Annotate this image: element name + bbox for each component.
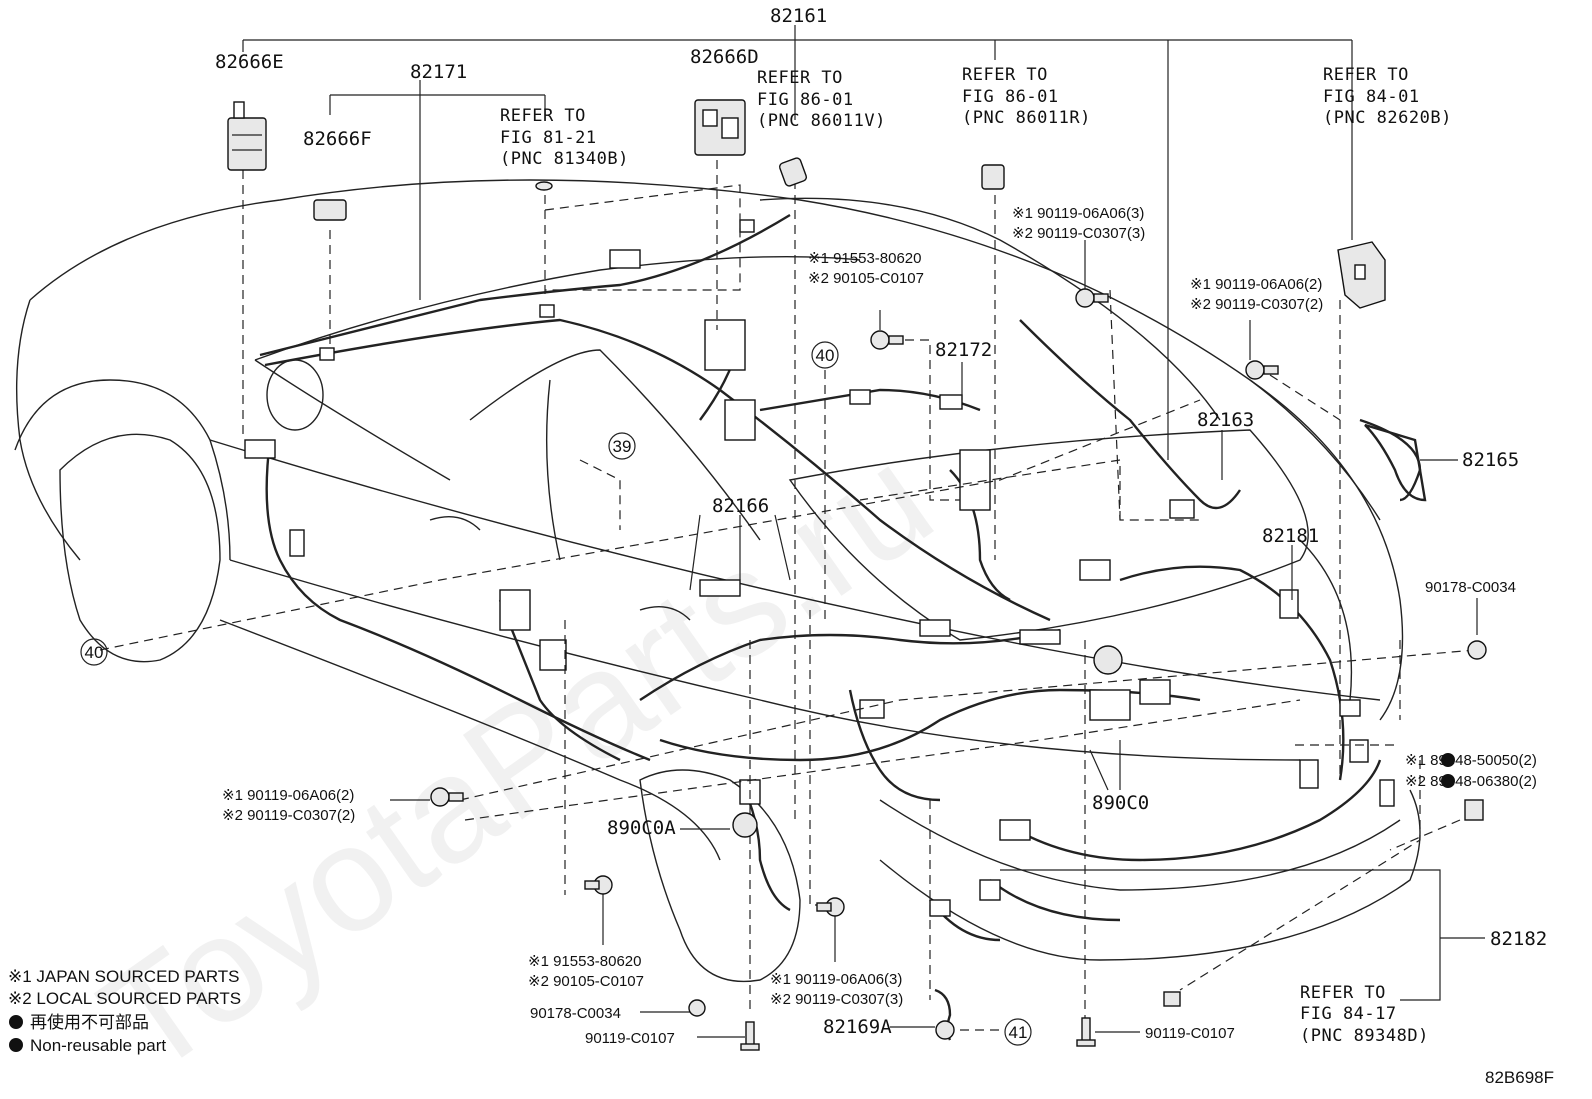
svg-text:FIG 81-21: FIG 81-21 <box>500 128 597 148</box>
refer-fig-86-01-v: REFER TO FIG 86-01 (PNC 86011V) <box>757 68 886 131</box>
label-82172: 82172 <box>935 339 992 361</box>
circled-ref-40-top: 40 <box>816 346 835 365</box>
refer-fig-84-17: REFER TO FIG 84-17 (PNC 89348D) <box>1300 983 1429 1046</box>
label-82163: 82163 <box>1197 409 1254 431</box>
part-number-labels: 82161 82666E 82171 82666F 82666D 82172 8… <box>215 5 1547 1047</box>
label-82182: 82182 <box>1490 928 1547 950</box>
leader-lines <box>242 25 1485 1038</box>
svg-text:※2 90119-C0307(2): ※2 90119-C0307(2) <box>1190 296 1323 313</box>
svg-text:※1 90119-06A06(3): ※1 90119-06A06(3) <box>1012 205 1144 222</box>
bolts-bottom-left: ※1 91553-80620 ※2 90105-C0107 <box>528 953 644 990</box>
label-890c0: 890C0 <box>1092 792 1149 814</box>
car-body-outline <box>14 179 1421 983</box>
bolts-bottom-center: ※1 90119-06A06(3) ※2 90119-C0307(3) <box>770 971 903 1008</box>
grommet-81340b <box>535 181 553 191</box>
refer-fig-86-01-r: REFER TO FIG 86-01 (PNC 86011R) <box>962 65 1091 128</box>
module-890c0a <box>732 812 758 838</box>
svg-text:(PNC 86011V): (PNC 86011V) <box>757 111 886 131</box>
diagram-code: 82B698F <box>1485 1068 1554 1087</box>
label-82171: 82171 <box>410 61 467 83</box>
relay-block-82620b <box>1337 241 1386 309</box>
svg-text:※1 90119-06A06(3): ※1 90119-06A06(3) <box>770 971 902 988</box>
legend-note-japan: ※1 JAPAN SOURCED PARTS <box>8 967 240 986</box>
svg-text:(PNC 82620B): (PNC 82620B) <box>1323 108 1452 128</box>
bolts-right-mid: ※1 89348-50050(2) ※2 89348-06380(2) <box>1405 752 1537 790</box>
label-90178-right: 90178-C0034 <box>1425 579 1516 596</box>
refer-fig-81-21: REFER TO FIG 81-21 (PNC 81340B) <box>500 106 629 169</box>
svg-text:REFER TO: REFER TO <box>962 65 1048 85</box>
circled-ref-39: 39 <box>613 437 632 456</box>
svg-text:※1 89348-50050(2): ※1 89348-50050(2) <box>1405 752 1537 769</box>
relay-block-82666e <box>227 101 267 171</box>
svg-text:※2 90105-C0107: ※2 90105-C0107 <box>528 973 644 990</box>
svg-text:FIG 86-01: FIG 86-01 <box>757 90 854 110</box>
label-82169a: 82169A <box>823 1016 892 1038</box>
refer-fig-84-01: REFER TO FIG 84-01 (PNC 82620B) <box>1323 65 1452 128</box>
bolts-left-mid: ※1 90119-06A06(2) ※2 90119-C0307(2) <box>222 787 355 824</box>
svg-text:※2 90119-C0307(2): ※2 90119-C0307(2) <box>222 807 355 824</box>
bolts-mid-top: ※1 91553-80620 ※2 90105-C0107 <box>808 250 924 287</box>
label-82166: 82166 <box>712 495 769 517</box>
svg-text:REFER TO: REFER TO <box>1323 65 1409 85</box>
module-890c0 <box>1093 645 1123 675</box>
circled-ref-41: 41 <box>1009 1023 1028 1042</box>
wire-82165 <box>1364 423 1427 502</box>
svg-text:(PNC 81340B): (PNC 81340B) <box>500 149 629 169</box>
label-890c0a: 890C0A <box>607 817 676 839</box>
clip-90178-right <box>1467 640 1487 660</box>
label-82161: 82161 <box>770 5 827 27</box>
circled-ref-40-left: 40 <box>85 643 104 662</box>
svg-text:FIG 84-01: FIG 84-01 <box>1323 87 1420 107</box>
label-82666e: 82666E <box>215 51 284 73</box>
label-90119-bottom-left: 90119-C0107 <box>585 1030 675 1047</box>
label-90178-bottom: 90178-C0034 <box>530 1005 621 1022</box>
legend-note-local: ※2 LOCAL SOURCED PARTS <box>8 989 241 1008</box>
svg-text:※2 90105-C0107: ※2 90105-C0107 <box>808 270 924 287</box>
label-82666d: 82666D <box>690 46 759 68</box>
components <box>227 99 1487 1051</box>
sensor-86011r <box>981 164 1005 190</box>
svg-text:※1 91553-80620: ※1 91553-80620 <box>808 250 922 267</box>
relay-block-82666d <box>694 99 746 156</box>
sensor-86011v <box>778 157 808 187</box>
svg-text:※2 90119-C0307(3): ※2 90119-C0307(3) <box>1012 225 1145 242</box>
harness-connectors <box>244 219 1395 917</box>
bolts <box>430 288 1484 1051</box>
legend-note-jp-nonreusable: 再使用不可部品 <box>30 1012 149 1032</box>
legend: ※1 JAPAN SOURCED PARTS ※2 LOCAL SOURCED … <box>8 967 241 1055</box>
refer-to-blocks: REFER TO FIG 81-21 (PNC 81340B) REFER TO… <box>500 65 1452 1046</box>
svg-text:※1 90119-06A06(2): ※1 90119-06A06(2) <box>222 787 354 804</box>
label-82666f: 82666F <box>303 128 372 150</box>
bolts-right-top: ※1 90119-06A06(2) ※2 90119-C0307(2) <box>1190 276 1323 313</box>
legend-note-nonreusable: Non-reusable part <box>30 1036 166 1055</box>
label-82181: 82181 <box>1262 525 1319 547</box>
svg-text:FIG 84-17: FIG 84-17 <box>1300 1004 1397 1024</box>
bolts-center-top: ※1 90119-06A06(3) ※2 90119-C0307(3) <box>1012 205 1145 242</box>
svg-text:REFER TO: REFER TO <box>757 68 843 88</box>
svg-text:※2 89348-06380(2): ※2 89348-06380(2) <box>1405 773 1537 790</box>
circled-refs: 39 40 40 41 <box>80 341 1032 1046</box>
svg-text:(PNC 89348D): (PNC 89348D) <box>1300 1026 1429 1046</box>
wire-82169a <box>934 988 955 1041</box>
clip-82666f <box>313 199 347 221</box>
svg-text:FIG 86-01: FIG 86-01 <box>962 87 1059 107</box>
svg-text:※1 90119-06A06(2): ※1 90119-06A06(2) <box>1190 276 1322 293</box>
svg-text:(PNC 86011R): (PNC 86011R) <box>962 108 1091 128</box>
svg-text:REFER TO: REFER TO <box>500 106 586 126</box>
svg-text:※2 90119-C0307(3): ※2 90119-C0307(3) <box>770 991 903 1008</box>
label-90119-bottom-right: 90119-C0107 <box>1145 1025 1235 1042</box>
bolt-callouts: ※1 91553-80620 ※2 90105-C0107 ※1 90119-0… <box>222 205 1537 1008</box>
dashed-leaders <box>99 160 1476 1031</box>
svg-text:REFER TO: REFER TO <box>1300 983 1386 1003</box>
label-82165: 82165 <box>1462 449 1519 471</box>
svg-text:※1 91553-80620: ※1 91553-80620 <box>528 953 642 970</box>
